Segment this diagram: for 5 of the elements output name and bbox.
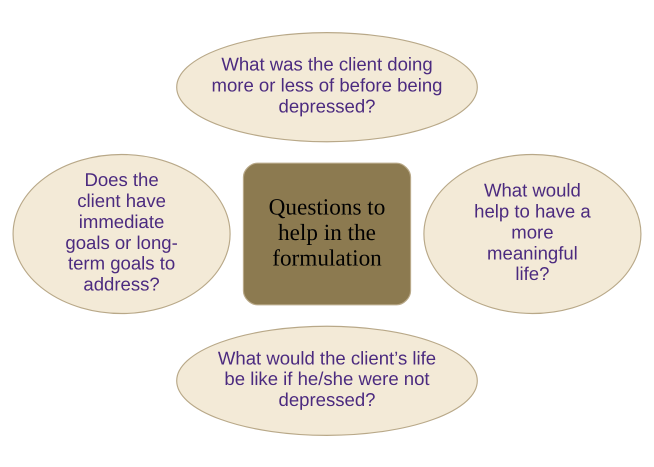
node-ellipse: Does the client have immediate goals or long-term goals to address? (12, 153, 231, 314)
node-ellipse: What would the client’s life be like if he/she were not depressed? (176, 325, 478, 436)
node-ellipse: What was the client doing more or less of before being depressed? (176, 32, 478, 142)
node-ellipse: What would help to have a more meaningful life? (423, 153, 642, 314)
node-box: Questions to help in the formulation (242, 162, 412, 305)
